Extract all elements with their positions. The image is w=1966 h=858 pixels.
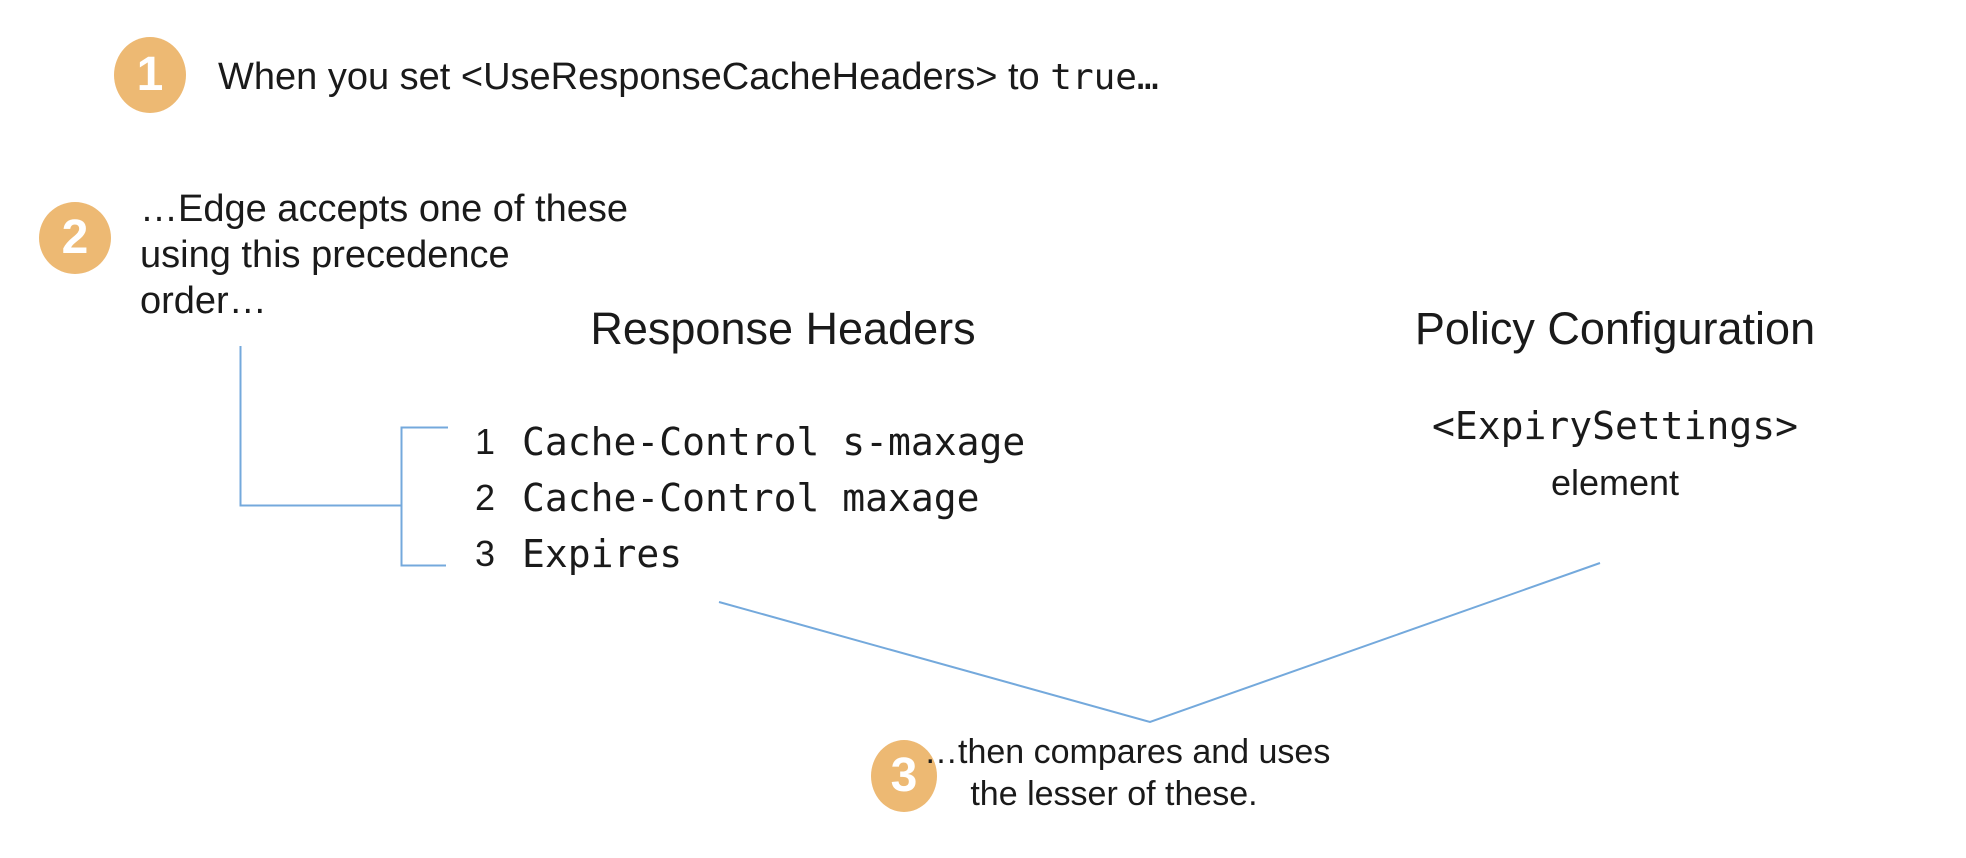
precedence-item-label: Cache-Control maxage (522, 476, 980, 520)
step-3-number: 3 (890, 749, 918, 802)
step-2-badge: 2 (39, 202, 111, 274)
step-1-text: When you set <UseResponseCacheHeaders> t… (218, 56, 1159, 99)
precedence-item-rank: 3 (474, 533, 496, 574)
step-1-text-plain: When you set <UseResponseCacheHeaders> t… (218, 56, 1051, 98)
expiry-settings-caption: element (1550, 462, 1680, 503)
compare-v-line (718, 562, 1601, 724)
step-3-text: …then compares and uses the lesser of th… (924, 731, 1331, 815)
step2-elbow-line (239, 346, 401, 507)
step-1-code-true: true… (1050, 57, 1159, 98)
expiry-settings-code: <ExpirySettings> (1431, 404, 1799, 448)
step-2-text: …Edge accepts one of these using this pr… (140, 186, 628, 324)
step-1-number: 1 (136, 48, 164, 101)
step-3-text-line-1: …then compares and uses (924, 733, 1331, 771)
precedence-item-rank: 2 (474, 477, 496, 518)
step-2-text-line-1: …Edge accepts one of these (140, 188, 628, 230)
policy-configuration-title: Policy Configuration (1414, 303, 1816, 354)
step-2-number: 2 (61, 211, 89, 264)
precedence-item: 3 Expires (470, 526, 1025, 582)
step-2-text-line-3: order… (140, 280, 267, 322)
precedence-list: 1 Cache-Control s-maxage 2 Cache-Control… (470, 414, 1025, 582)
step-1-badge: 1 (114, 37, 186, 113)
step-2-text-line-2: using this precedence (140, 234, 510, 276)
precedence-item: 1 Cache-Control s-maxage (470, 414, 1025, 470)
precedence-item: 2 Cache-Control maxage (470, 470, 1025, 526)
precedence-item-label: Cache-Control s-maxage (522, 420, 1026, 464)
step-3-text-line-2: the lesser of these. (970, 775, 1258, 813)
precedence-item-label: Expires (522, 532, 683, 576)
precedence-item-rank: 1 (474, 421, 496, 462)
step-3-badge: 3 (871, 740, 937, 812)
precedence-bracket-line (400, 426, 448, 567)
response-headers-title: Response Headers (590, 303, 976, 354)
